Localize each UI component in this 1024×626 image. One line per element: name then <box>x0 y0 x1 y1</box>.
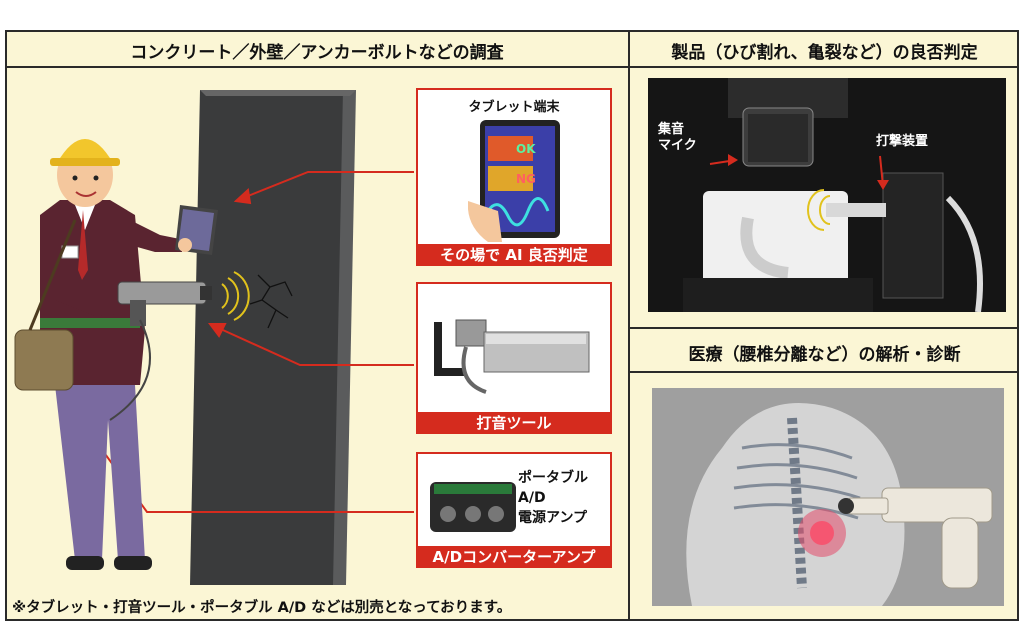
mic-label: 集音 マイク <box>658 122 697 154</box>
panel-divider <box>628 30 630 621</box>
ad-text-line: A/D <box>518 490 546 506</box>
engineer-figure <box>14 139 218 570</box>
ad-label: A/Dコンバーターアンプ <box>416 546 612 568</box>
product-test-photo: 集音 マイク 打撃装置 <box>648 78 1006 312</box>
medical-scene <box>652 388 1004 606</box>
ad-text-line: 電源アンプ <box>518 510 588 526</box>
bottom-right-panel-title: 医療（腰椎分離など）の解析・診断 <box>688 345 961 365</box>
crack-icon <box>249 274 293 329</box>
top-right-panel-title: 製品（ひび割れ、亀裂など）の良否判定 <box>671 43 978 63</box>
mic-label-line: マイク <box>658 138 697 153</box>
tablet-label: その場で AI 良否判定 <box>416 244 612 266</box>
title-divider-left <box>5 66 629 68</box>
striker-label: 打撃装置 <box>876 134 929 149</box>
tablet-box: タブレット端末 OK NG その場で AI 良否判定 <box>416 88 612 266</box>
ng-text: NG <box>516 172 536 186</box>
ad-converter-box: ポータブル A/D 電源アンプ A/Dコンバーターアンプ <box>416 452 612 568</box>
ad-text-line: ポータブル <box>518 470 588 486</box>
hammer-tool-icon <box>426 292 606 404</box>
sound-wave-icon <box>221 271 250 321</box>
tablet-icon <box>468 120 560 242</box>
ok-text: OK <box>516 142 536 156</box>
footnote: ※タブレット・打音ツール・ポータブル A/D などは別売となっております。 <box>12 600 512 616</box>
tool-box: 打音ツール <box>416 282 612 434</box>
tool-label: 打音ツール <box>416 412 612 434</box>
right-panel-divider <box>629 327 1019 329</box>
ad-converter-icon <box>430 482 516 532</box>
concrete-wall <box>190 90 356 585</box>
inspection-illustration <box>14 90 414 585</box>
right-subtitle-divider <box>629 371 1019 373</box>
medical-photo <box>652 388 1004 606</box>
tablet-caption: タブレット端末 <box>468 100 560 115</box>
ad-text: ポータブル A/D 電源アンプ <box>518 468 588 528</box>
title-divider-right <box>629 66 1019 68</box>
left-panel-title: コンクリート／外壁／アンカーボルトなどの調査 <box>130 43 504 63</box>
mic-label-line: 集音 <box>658 122 685 137</box>
product-test-scene <box>648 78 1006 312</box>
